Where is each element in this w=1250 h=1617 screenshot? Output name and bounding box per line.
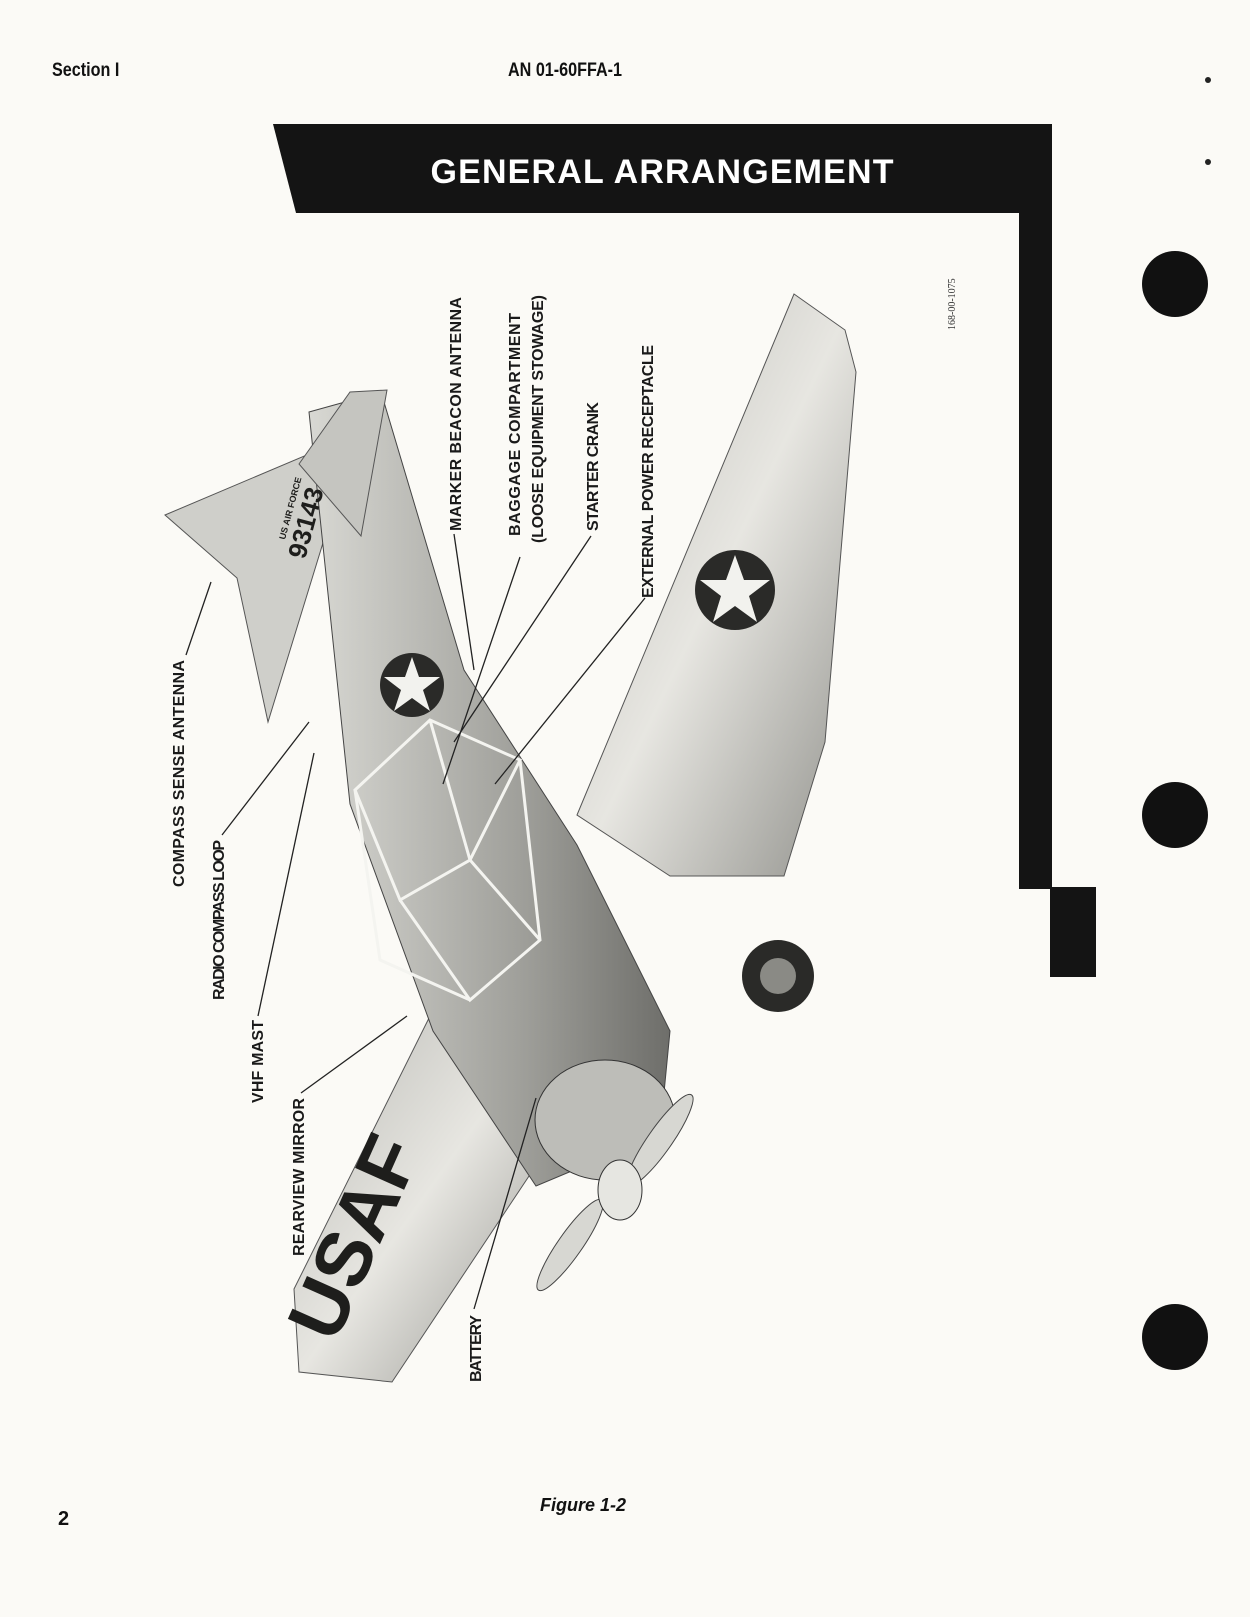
margin-bar-tab bbox=[1050, 887, 1096, 977]
document-number: AN 01-60FFA-1 bbox=[508, 60, 622, 81]
propeller-blade bbox=[536, 1198, 604, 1292]
roundel-fuselage bbox=[380, 653, 444, 717]
label-vhf-mast: VHF MAST bbox=[250, 1020, 267, 1103]
drawing-number: 168-00-1075 bbox=[947, 278, 958, 330]
punch-hole bbox=[1142, 1304, 1208, 1370]
label-baggage-compartment: BAGGAGE COMPARTMENT bbox=[507, 313, 524, 536]
label-rearview-mirror: REARVIEW MIRROR bbox=[291, 1098, 308, 1256]
label-starter-crank: STARTER CRANK bbox=[585, 402, 602, 531]
page-number: 2 bbox=[58, 1508, 70, 1530]
roundel-wing bbox=[695, 550, 775, 630]
fuselage bbox=[308, 391, 671, 1187]
figure-caption: Figure 1-2 bbox=[540, 1495, 627, 1515]
spinner bbox=[597, 1159, 643, 1221]
leader-lines bbox=[185, 533, 646, 1310]
cutaway-structure bbox=[353, 718, 542, 1003]
label-marker-beacon-antenna: MARKER BEACON ANTENNA bbox=[448, 297, 465, 531]
label-baggage-compartment-note: (LOOSE EQUIPMENT STOWAGE) bbox=[530, 295, 547, 543]
label-radio-compass-loop: RADIO COMPASS LOOP bbox=[211, 840, 228, 1000]
margin-bar bbox=[1019, 213, 1052, 889]
label-compass-sense-antenna: COMPASS SENSE ANTENNA bbox=[171, 660, 188, 887]
label-battery: BATTERY bbox=[468, 1315, 485, 1382]
title-banner bbox=[273, 124, 1052, 213]
vertical-fin bbox=[298, 389, 388, 538]
punch-hole bbox=[1142, 782, 1208, 848]
page-title: GENERAL ARRANGEMENT bbox=[431, 153, 894, 191]
section-label: Section I bbox=[52, 60, 120, 81]
margin-dot bbox=[1205, 77, 1211, 83]
punch-hole bbox=[1142, 251, 1208, 317]
margin-dot bbox=[1205, 159, 1211, 165]
label-external-power-receptacle: EXTERNAL POWER RECEPTACLE bbox=[640, 345, 657, 598]
horizontal-stabilizer bbox=[164, 453, 331, 724]
